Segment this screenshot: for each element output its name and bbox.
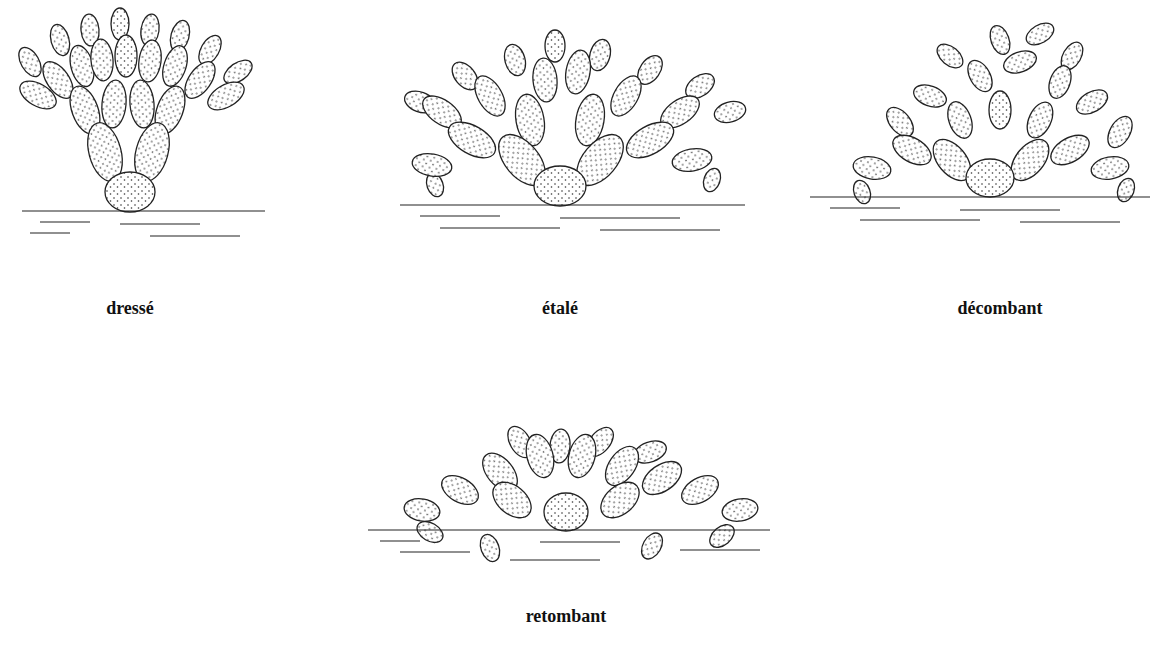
habit-label: décombant: [958, 298, 1043, 319]
cactus-pad: [911, 81, 950, 111]
cactus-pad: [1046, 129, 1094, 171]
cactus-pad: [89, 38, 115, 82]
cactus-pad: [47, 22, 73, 58]
ground-line: [30, 232, 70, 233]
cactus-pad: [989, 91, 1011, 129]
cactus-pad: [705, 520, 738, 552]
cactus-pad: [1022, 98, 1058, 142]
cactus-pad: [963, 56, 997, 95]
habit-label: étalé: [542, 298, 578, 319]
habit-label: dressé: [106, 298, 154, 319]
cactus-pad: [670, 146, 713, 175]
cactus-pad: [115, 35, 137, 77]
cactus-pad: [637, 455, 688, 502]
cactus-pad: [544, 493, 588, 531]
ground-line: [22, 210, 265, 211]
ground-line: [400, 204, 745, 205]
cactus-pad: [620, 115, 679, 165]
cactus-pad: [1001, 47, 1040, 77]
ground-line: [510, 559, 600, 560]
cactus-pad: [1045, 63, 1075, 102]
cactus-pad: [1023, 19, 1058, 50]
cactus-pad: [128, 79, 156, 129]
cactus-pad: [594, 475, 646, 525]
decumbent-cactus: [850, 19, 1137, 206]
cactus-pad: [477, 532, 503, 564]
cactus-pad: [534, 166, 586, 206]
ground-line: [1020, 221, 1120, 222]
cactus-pad: [522, 431, 559, 480]
cactus-pad: [442, 115, 501, 165]
ground-line: [380, 540, 420, 541]
ground-line: [540, 541, 620, 542]
cactus-pad: [410, 151, 453, 180]
cactus-pad: [1114, 176, 1137, 204]
cactus-pad: [100, 79, 128, 129]
ground-line: [830, 207, 900, 208]
cactus-pad: [700, 166, 723, 194]
cactus-pad: [720, 496, 759, 524]
cactus-pad: [986, 23, 1013, 57]
cactus-pad: [943, 98, 977, 141]
cactus-pad: [105, 172, 155, 212]
cactus-pad: [637, 529, 667, 562]
cactus-pad: [437, 470, 484, 511]
ground-line: [40, 221, 90, 222]
cactus-pad: [1072, 85, 1111, 119]
cactus-pad: [402, 496, 441, 524]
cactus-pad: [203, 76, 249, 115]
cactus-pad: [413, 517, 446, 547]
cactus-pad: [888, 129, 936, 171]
cactus-pad: [1089, 154, 1130, 182]
cactus-pad: [851, 154, 892, 182]
spreading-cactus: [402, 30, 748, 206]
cactus-pad: [136, 39, 164, 84]
ground-line: [960, 209, 1060, 210]
cactus-pad: [486, 475, 538, 525]
cactus-pad: [1103, 112, 1137, 151]
ground-line: [120, 223, 200, 224]
cactus-pad: [966, 159, 1014, 197]
ground-line: [680, 549, 760, 550]
drooping-cactus: [402, 422, 759, 564]
cactus-pad: [562, 48, 593, 95]
cactus-pad: [850, 178, 873, 206]
cactus-pad: [545, 30, 565, 62]
ground-line: [860, 219, 980, 220]
erect-cactus: [14, 8, 256, 212]
ground-line: [150, 235, 240, 236]
cactus-pad: [605, 71, 648, 121]
cactus-pad: [933, 39, 968, 72]
cactus-pad: [677, 470, 724, 511]
ground-line: [420, 215, 500, 216]
cactus-pad: [531, 57, 559, 103]
ground-line: [810, 196, 1150, 197]
ground-line: [560, 217, 680, 218]
ground-lines: [22, 197, 1150, 560]
ground-line: [440, 227, 560, 228]
cactus-pad: [469, 71, 512, 121]
cactus-pad: [14, 44, 46, 81]
ground-line: [400, 551, 470, 552]
ground-line: [600, 229, 720, 230]
cactus-pad: [501, 42, 529, 78]
habit-label: retombant: [526, 606, 607, 627]
ground-line: [368, 529, 770, 530]
cactus-pad: [564, 431, 601, 480]
cactus-pad: [712, 98, 748, 126]
